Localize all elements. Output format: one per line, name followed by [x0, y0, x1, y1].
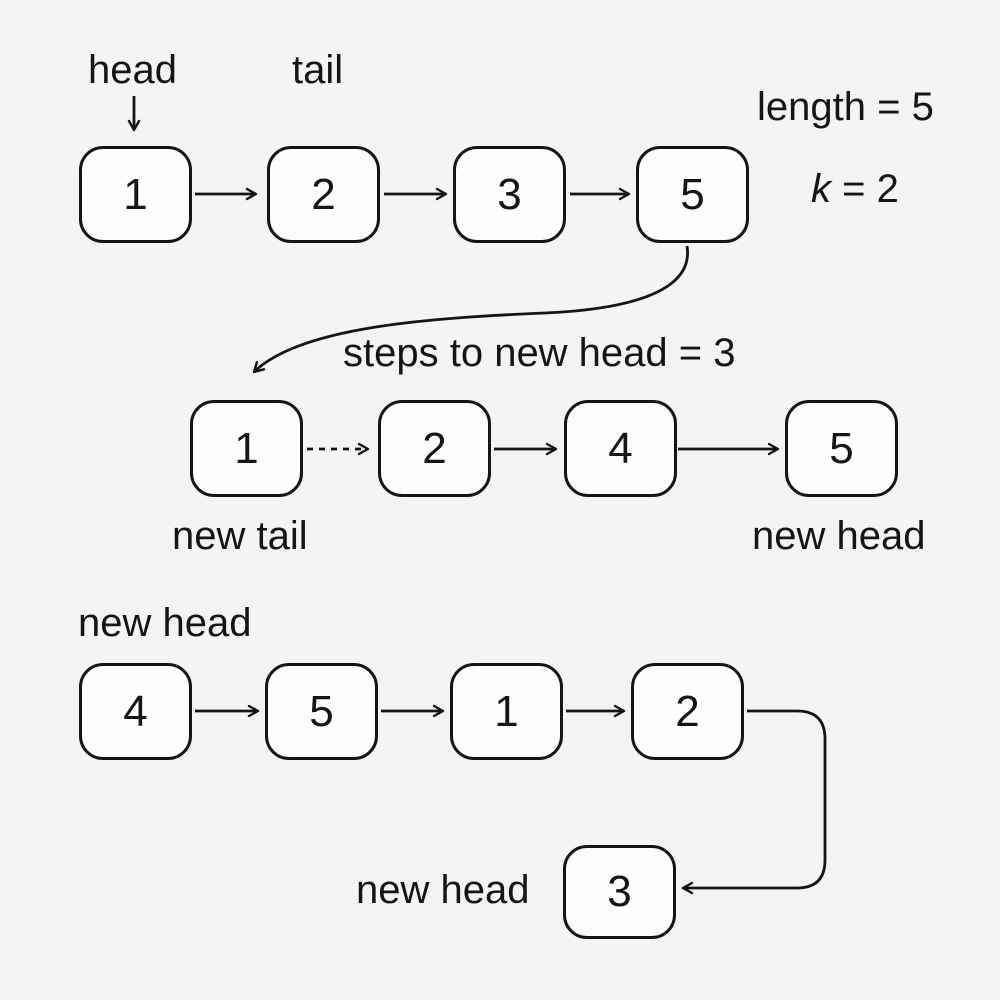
detached-node-3: 3	[563, 845, 676, 939]
node-value: 5	[309, 686, 334, 736]
rotated-node-3: 1	[450, 663, 563, 760]
node-value: 1	[494, 686, 519, 736]
node-value: 3	[607, 867, 632, 916]
node-value: 2	[422, 423, 447, 473]
node-value: 2	[311, 169, 336, 219]
node-value: 1	[123, 169, 148, 219]
k-variable: k	[811, 167, 831, 211]
k-value: = 2	[831, 167, 899, 211]
node-value: 5	[829, 423, 854, 473]
original-node-3: 3	[453, 146, 566, 243]
length-label: length = 5	[757, 85, 934, 129]
node-value: 4	[608, 423, 633, 473]
rotated-node-2: 5	[265, 663, 378, 760]
intermediate-node-3: 4	[564, 400, 677, 497]
node-value: 3	[497, 169, 522, 219]
node-value: 1	[234, 423, 259, 473]
intermediate-node-2: 2	[378, 400, 491, 497]
rotated-node-4: 2	[631, 663, 744, 760]
new-head-label-intermediate: new head	[752, 514, 926, 558]
intermediate-node-4: 5	[785, 400, 898, 497]
intermediate-node-1: 1	[190, 400, 303, 497]
head-label: head	[88, 48, 177, 92]
new-tail-label: new tail	[172, 514, 308, 558]
node-value: 5	[680, 169, 705, 219]
k-label: k = 2	[811, 169, 899, 209]
node-value: 4	[123, 686, 148, 736]
tail-label: tail	[292, 48, 344, 92]
original-node-1: 1	[79, 146, 192, 243]
new-head-label-rotated: new head	[78, 601, 252, 645]
original-node-2: 2	[267, 146, 380, 243]
original-node-4: 5	[636, 146, 749, 243]
new-head-label-detached: new head	[356, 868, 530, 912]
rotated-node-1: 4	[79, 663, 192, 760]
steps-label: steps to new head = 3	[343, 331, 736, 375]
node-value: 2	[675, 686, 700, 736]
